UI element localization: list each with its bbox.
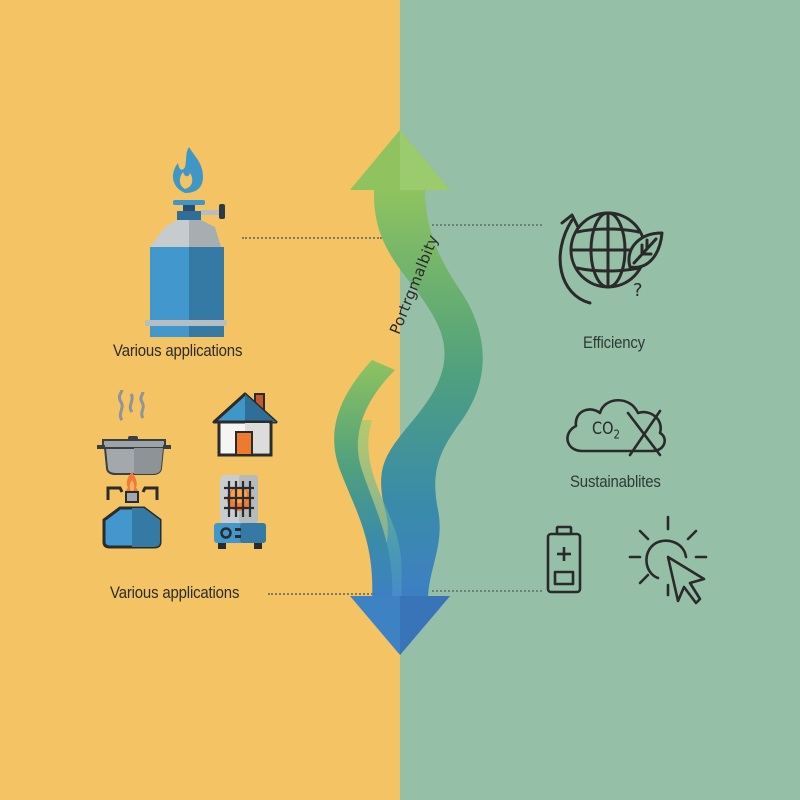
top-various-applications-label: Various applications [113, 341, 243, 360]
space-heater-icon [210, 473, 270, 551]
co2-main: CO [592, 419, 614, 439]
connector-bottom-right [432, 590, 542, 592]
left-panel [0, 0, 400, 800]
camping-stove-icon [100, 470, 165, 549]
efficiency-label: Efficiency [583, 333, 645, 352]
click-cursor-icon [628, 515, 713, 610]
battery-icon [545, 525, 585, 595]
bottom-various-applications-label: Various applications [110, 583, 240, 602]
co2-text: CO2 [592, 419, 620, 441]
cooking-pot-icon [95, 389, 171, 475]
connector-bottom-left [268, 593, 376, 595]
cloud-co2-crossed-icon [560, 393, 675, 463]
globe-leaf-cycle-icon [550, 195, 670, 315]
co2-subscript: 2 [613, 427, 620, 442]
connector-top-right [432, 224, 542, 226]
house-icon [210, 390, 280, 460]
sustainablites-label: Sustainablites [570, 472, 661, 491]
globe-question-mark: ? [633, 280, 643, 301]
gas-canister-burner-icon [145, 145, 245, 337]
connector-top-left [242, 237, 382, 239]
